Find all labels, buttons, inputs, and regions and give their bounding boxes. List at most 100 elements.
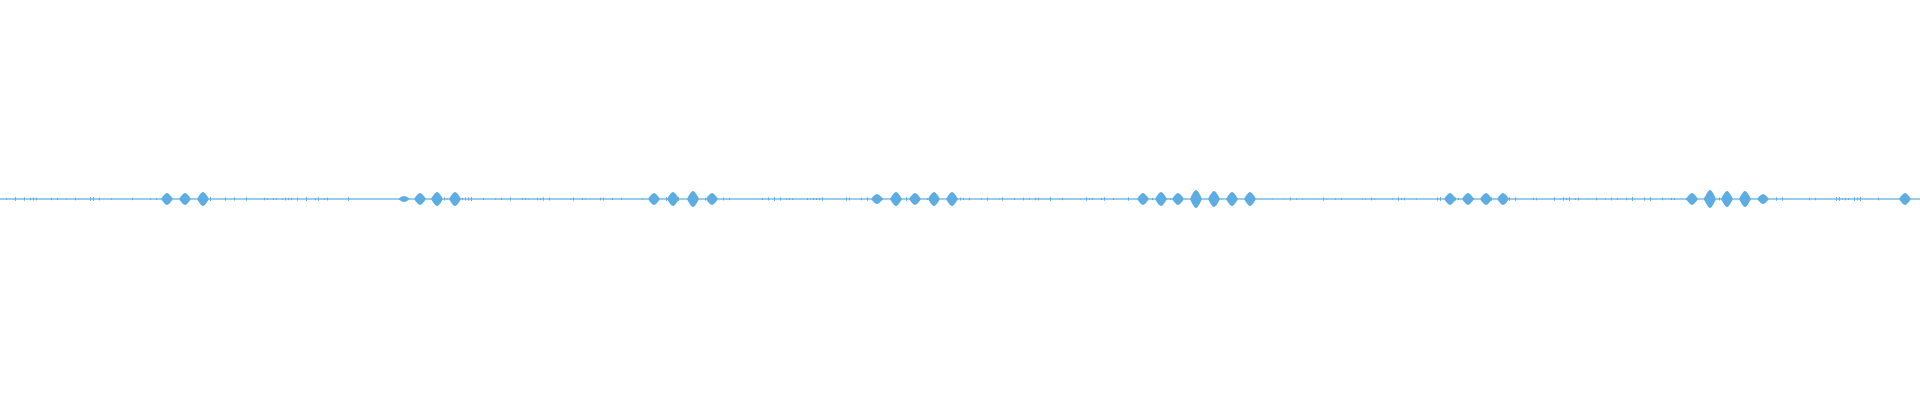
waveform-noise — [132, 197, 133, 201]
waveform-noise — [231, 198, 232, 200]
waveform-noise — [1059, 198, 1060, 200]
waveform-noise — [774, 197, 775, 201]
waveform-noise — [666, 197, 667, 201]
waveform-noise — [807, 197, 808, 201]
waveform-noise — [273, 197, 274, 201]
waveform-noise — [1029, 198, 1030, 200]
waveform-noise — [1614, 198, 1615, 200]
waveform-noise — [99, 197, 100, 201]
waveform-noise — [285, 197, 286, 201]
waveform-burst — [1757, 194, 1769, 204]
waveform-noise — [1290, 197, 1291, 201]
waveform-noise — [792, 198, 793, 200]
waveform-noise — [1632, 197, 1633, 201]
waveform-noise — [981, 198, 982, 200]
waveform-noise — [1860, 197, 1861, 201]
waveform-noise — [57, 197, 58, 201]
waveform-noise — [1719, 197, 1720, 201]
waveform-burst — [1497, 193, 1509, 205]
waveform-burst — [1190, 190, 1202, 208]
waveform-noise — [1665, 198, 1666, 200]
waveform-noise — [1845, 197, 1846, 201]
waveform-noise — [24, 197, 25, 201]
waveform-noise — [525, 197, 526, 201]
waveform-burst — [1155, 192, 1167, 206]
waveform-burst — [928, 192, 940, 206]
waveform-noise — [987, 197, 988, 201]
waveform-noise — [42, 198, 43, 200]
waveform-noise — [1896, 198, 1897, 200]
waveform-noise — [66, 198, 67, 200]
waveform-noise — [315, 197, 316, 201]
waveform-noise — [1392, 198, 1393, 200]
waveform-noise — [723, 197, 724, 201]
waveform-noise — [1002, 197, 1003, 201]
waveform-noise — [264, 197, 265, 201]
waveform-noise — [249, 198, 250, 200]
waveform-noise — [1296, 198, 1297, 200]
waveform-noise — [1587, 198, 1588, 200]
waveform-noise — [816, 198, 817, 200]
waveform-noise — [1536, 197, 1537, 201]
waveform-noise — [570, 198, 571, 200]
waveform-noise — [1011, 198, 1012, 200]
waveform-burst — [161, 193, 173, 205]
waveform-noise — [1437, 197, 1438, 201]
waveform-noise — [969, 197, 970, 201]
waveform-noise — [1128, 197, 1129, 201]
waveform-noise — [318, 197, 319, 201]
waveform-burst — [871, 194, 883, 204]
waveform-burst — [414, 193, 426, 205]
waveform-noise — [960, 197, 961, 201]
waveform-noise — [849, 197, 850, 201]
waveform-noise — [1578, 197, 1579, 201]
waveform-burst — [648, 193, 660, 205]
waveform-noise — [522, 197, 523, 201]
waveform-noise — [1854, 197, 1855, 201]
waveform-noise — [1779, 198, 1780, 200]
waveform-burst — [1739, 191, 1751, 207]
waveform-noise — [1080, 198, 1081, 200]
waveform-noise — [600, 197, 601, 201]
waveform-noise — [117, 198, 118, 200]
waveform-noise — [111, 198, 112, 200]
waveform-noise — [537, 197, 538, 201]
waveform-noise — [30, 197, 31, 201]
waveform-noise — [1842, 198, 1843, 200]
waveform-noise — [999, 198, 1000, 200]
waveform-noise — [642, 198, 643, 200]
waveform-noise — [1092, 198, 1093, 200]
waveform-noise — [510, 197, 511, 201]
waveform-noise — [573, 197, 574, 201]
waveform-burst — [1721, 191, 1733, 207]
waveform-noise — [1362, 198, 1363, 200]
waveform-noise — [327, 197, 328, 201]
waveform-burst — [890, 192, 902, 206]
waveform-noise — [1611, 197, 1612, 201]
waveform-burst — [1208, 191, 1220, 207]
waveform-noise — [780, 197, 781, 201]
waveform-noise — [1857, 197, 1858, 201]
waveform-noise — [543, 197, 544, 201]
waveform-noise — [762, 198, 763, 200]
waveform-noise — [726, 198, 727, 200]
waveform-noise — [1617, 198, 1618, 200]
waveform-noise — [495, 198, 496, 200]
waveform-noise — [1515, 197, 1516, 201]
waveform-noise — [93, 197, 94, 201]
waveform-burst — [909, 193, 921, 205]
waveform-burst — [1226, 192, 1238, 206]
waveform-noise — [306, 197, 307, 201]
waveform-noise — [963, 197, 964, 201]
waveform-noise — [1104, 197, 1105, 201]
waveform-noise — [1815, 197, 1816, 201]
waveform-noise — [1596, 197, 1597, 201]
waveform-noise — [846, 197, 847, 201]
waveform-noise — [90, 197, 91, 201]
waveform-noise — [234, 197, 235, 201]
waveform-noise — [729, 197, 730, 201]
waveform-burst — [179, 193, 191, 205]
waveform-noise — [36, 197, 37, 201]
waveform-noise — [1416, 198, 1417, 200]
